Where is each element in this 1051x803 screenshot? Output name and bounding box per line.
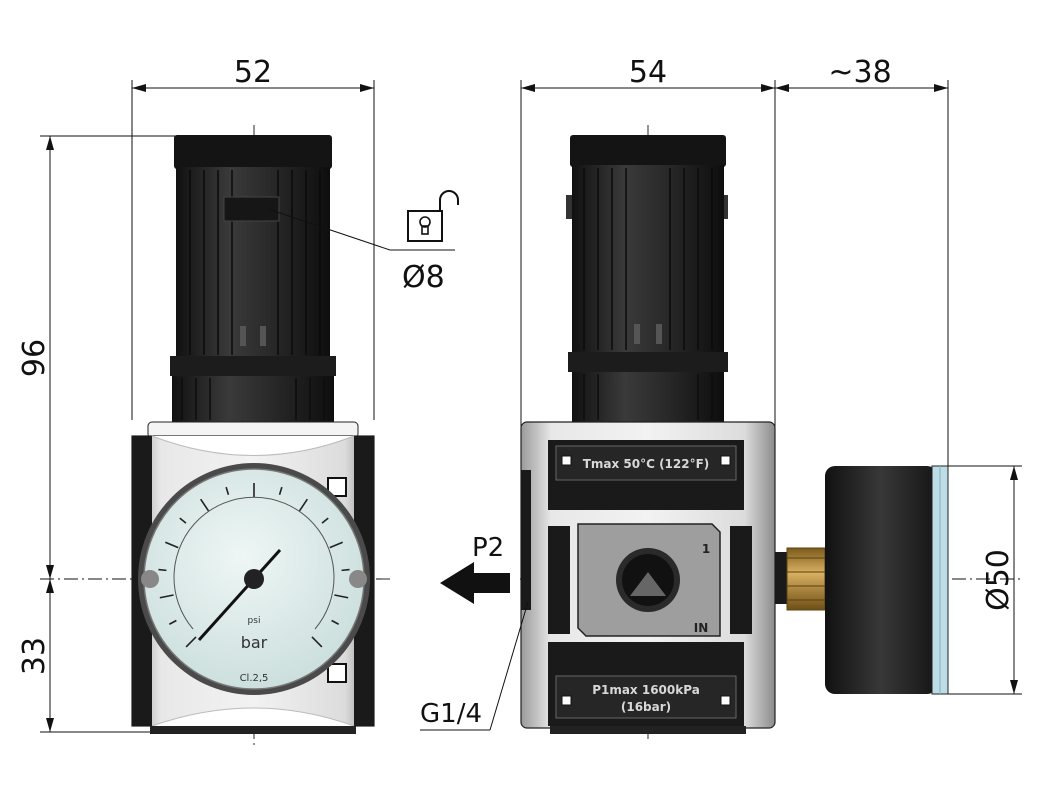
gauge-tick [298,498,308,512]
gauge-tick [311,636,323,648]
lock-hole-diameter: Ø8 [402,260,445,295]
side-view: 1 IN Tmax 50°C (122°F) P1max 1600kPa (16… [420,55,1022,740]
gauge-tick [200,498,210,512]
threaded-ring-front [170,356,336,422]
dimension-height-bottom: 33 [17,579,54,732]
gauge-tick [158,568,167,572]
gauge-tick [329,541,343,549]
dimension-width-front: 52 [132,55,374,92]
gauge-unit-small: psi [248,616,261,626]
gauge-scale-ticks [158,483,350,648]
outlet-port-label: P2 [472,533,504,563]
svg-text:~38: ~38 [828,55,891,90]
dimension-width-side: 54 [521,55,775,92]
pressure-gauge-front: psi bar Cl.2,5 [138,463,370,695]
gauge-tick [321,517,329,524]
inlet-port: 1 IN [577,523,721,637]
gauge-tick [225,486,230,496]
svg-text:54: 54 [629,55,667,90]
dimension-gauge-diameter: Ø50 [981,466,1018,694]
unlocked-padlock-icon [407,190,459,242]
dimension-gauge-depth: ~38 [775,55,948,92]
svg-text:Ø50: Ø50 [981,549,1016,611]
thread-size-label: G1/4 [420,699,482,729]
gauge-connector [775,547,826,611]
gauge-unit: bar [241,633,268,652]
plate-pressure-line1: P1max 1600kPa [592,683,700,697]
gauge-tick [185,636,197,648]
svg-text:96: 96 [17,339,52,377]
gauge-tick [179,517,187,524]
gauge-tick [159,594,174,599]
svg-text:52: 52 [234,55,272,90]
threaded-ring-side [568,352,728,422]
gauge-tick [341,568,350,572]
gauge-tick [331,619,340,625]
port-number: 1 [702,542,710,556]
front-view: psi bar Cl.2,5 Ø8 52 96 [17,55,459,745]
dimension-height-top: 96 [17,136,54,579]
svg-text:33: 33 [17,637,52,675]
flow-arrow-icon [440,562,510,604]
gauge-accuracy-class: Cl.2,5 [240,673,269,684]
gauge-tick [168,619,177,625]
plate-temperature: Tmax 50°C (122°F) [583,457,710,471]
inlet-mark: IN [694,621,709,635]
gauge-tick [165,541,179,549]
gauge-tick [334,594,349,599]
adjustment-knob-front [174,135,332,357]
gauge-tick [278,486,283,496]
pressure-gauge-side [825,465,949,695]
adjustment-knob-side [566,135,728,353]
plate-pressure-line2: (16bar) [621,700,671,714]
